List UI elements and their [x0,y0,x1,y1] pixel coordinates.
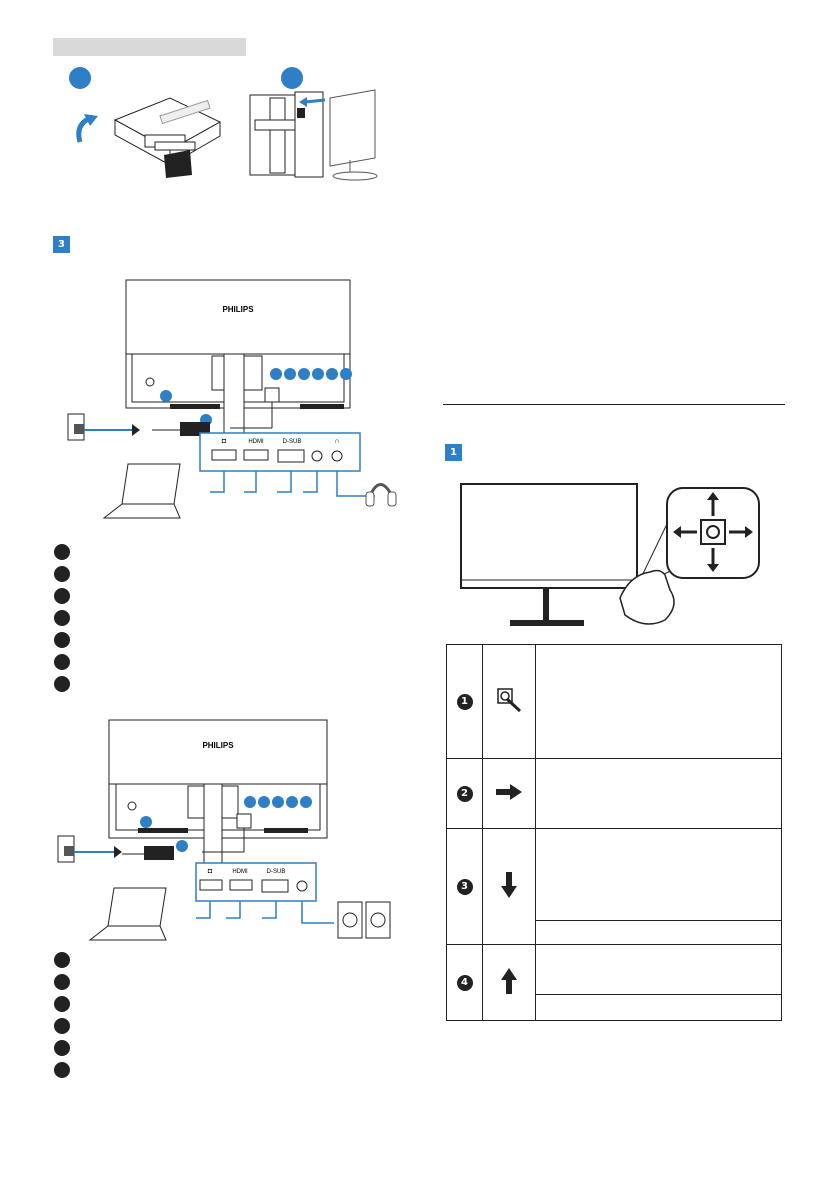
row-1-number: 1 [456,693,473,710]
bullet-b2 [54,974,70,990]
monitor-stand-illustration [249,89,378,181]
dsub-port-label-2: D-SUB [267,869,286,875]
control-row-4-sub [447,994,782,1021]
hdmi-port-label: HDMI [248,439,264,445]
controls-table: 1 2 3 4 [446,644,782,1021]
right-arrow-icon [496,783,522,800]
section-divider [443,404,785,405]
control-row-3: 3 [446,828,782,945]
section-header-bar [53,38,246,56]
bullet-5 [54,632,70,648]
up-arrow-icon [501,967,517,994]
bullet-b3 [54,996,70,1012]
control-row-1: 1 [446,644,782,759]
bullet-7 [54,676,70,692]
bullet-b1 [54,952,70,968]
down-arrow-icon [501,871,517,898]
control-row-4: 4 [446,944,782,1021]
bullet-2 [54,566,70,582]
headphone-port-label: ∩ [334,438,339,445]
bullet-b6 [54,1062,70,1078]
connection-diagram-headphone: PHILIPS ◘ HDMI D-SUB ∩ [67,279,397,519]
control-row-3-sub [447,920,782,945]
bullet-3 [54,588,70,604]
dsub-port-label: D-SUB [283,439,302,445]
connection-diagram-speaker: PHILIPS ◘ HDMI D-SUB [57,719,391,941]
bullet-b5 [54,1040,70,1056]
bullet-b4 [54,1018,70,1034]
monitor-brand-label: PHILIPS [222,305,254,314]
joystick-illustration [460,483,760,626]
row-3-number: 3 [456,878,473,895]
bullet-4 [54,610,70,626]
bullet-6 [54,654,70,670]
step-2-circle [281,67,303,89]
monitor-brand-label-2: PHILIPS [202,741,234,750]
press-joystick-icon [497,687,522,712]
dp-port-label: ◘ [222,438,226,445]
dp-port-label-2: ◘ [208,868,212,875]
row-4-number: 4 [456,974,473,991]
row-2-number: 2 [456,785,473,802]
step-3-label: 3 [53,236,70,253]
step-1-circle [69,67,91,89]
step-1-label: 1 [445,444,462,461]
hdmi-port-label-2: HDMI [232,869,248,875]
bullet-1 [54,544,70,560]
stand-attach-illustration [76,97,222,178]
control-row-2: 2 [446,758,782,829]
